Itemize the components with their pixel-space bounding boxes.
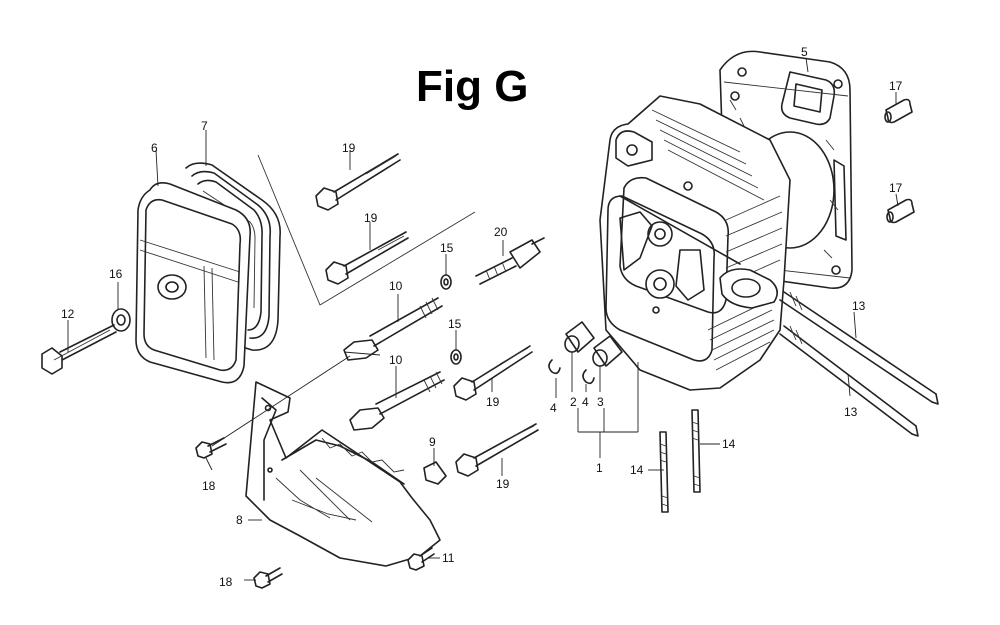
stud-10-lower: [349, 371, 445, 431]
dowel-pin-17-upper: [884, 98, 913, 124]
spark-plug: [475, 237, 545, 285]
bolt-19-lower-a: [453, 345, 533, 401]
bracket-plate: [245, 381, 447, 567]
valve-guide-3: [592, 335, 623, 367]
cylinder-head: [599, 95, 791, 391]
section-divider: [257, 154, 476, 306]
callout-4-left: 4: [550, 401, 557, 415]
callout-13-upper: 13: [852, 299, 866, 313]
callout-14-left: 14: [630, 463, 644, 477]
bolt-18-lower: [253, 567, 283, 589]
bolt-11: [407, 547, 435, 571]
callout-15-upper: 15: [440, 241, 454, 255]
callout-8: 8: [236, 513, 243, 527]
figure-title: Fig G: [416, 62, 529, 111]
long-stud-13-upper: [779, 291, 939, 405]
callout-6: 6: [151, 141, 158, 155]
callout-16: 16: [109, 267, 123, 281]
callout-12: 12: [61, 307, 75, 321]
callout-leaders: [117, 57, 899, 581]
callout-14-right: 14: [722, 437, 736, 451]
callout-19-lower-b: 19: [496, 477, 510, 491]
bolt-19-mid: [325, 231, 409, 285]
callout-13-lower: 13: [844, 405, 858, 419]
callout-19-mid: 19: [364, 211, 378, 225]
clip-4-right: [582, 369, 595, 385]
callout-17-lower: 17: [889, 181, 903, 195]
assembly-lines-left: [211, 351, 381, 447]
callout-17-upper: 17: [889, 79, 903, 93]
rocker-cover: [135, 182, 252, 384]
callout-19-lower-a: 19: [486, 395, 500, 409]
callout-10-upper: 10: [389, 279, 403, 293]
washer-15-upper: [440, 274, 452, 290]
short-stud-14-left: [659, 431, 669, 513]
callout-11: 11: [442, 551, 455, 565]
long-stud-13-lower: [779, 325, 919, 437]
valve-guide-2: [564, 321, 595, 353]
callout-9: 9: [429, 435, 436, 449]
dowel-pin-17-lower: [886, 198, 915, 224]
callout-5: 5: [801, 45, 808, 59]
bolt-19-top: [315, 153, 401, 211]
callout-19-top: 19: [342, 141, 356, 155]
callout-labels: 1 2 3 4 4 5 6 7 8 9 10 10 11 12 13 13 14…: [61, 45, 903, 589]
callout-15-lower: 15: [448, 317, 462, 331]
short-stud-14-right: [691, 409, 701, 493]
washer-16: [111, 308, 131, 332]
bolt-18-upper: [195, 437, 227, 459]
callout-1: 1: [596, 461, 603, 475]
callout-10-lower: 10: [389, 353, 403, 367]
clip-4-left: [548, 359, 561, 375]
bolt-12: [41, 324, 117, 375]
callout-20: 20: [494, 225, 508, 239]
washer-15-lower: [450, 349, 462, 365]
stud-10-upper: [343, 297, 443, 361]
callout-3: 3: [597, 395, 604, 409]
callout-4-right: 4: [582, 395, 589, 409]
callout-2: 2: [570, 395, 577, 409]
rocker-cover-gasket: [185, 162, 281, 351]
callout-7: 7: [201, 119, 208, 133]
callout-18-lower: 18: [219, 575, 233, 589]
bolt-19-lower-b: [455, 423, 539, 477]
callout-18-upper: 18: [202, 479, 216, 493]
